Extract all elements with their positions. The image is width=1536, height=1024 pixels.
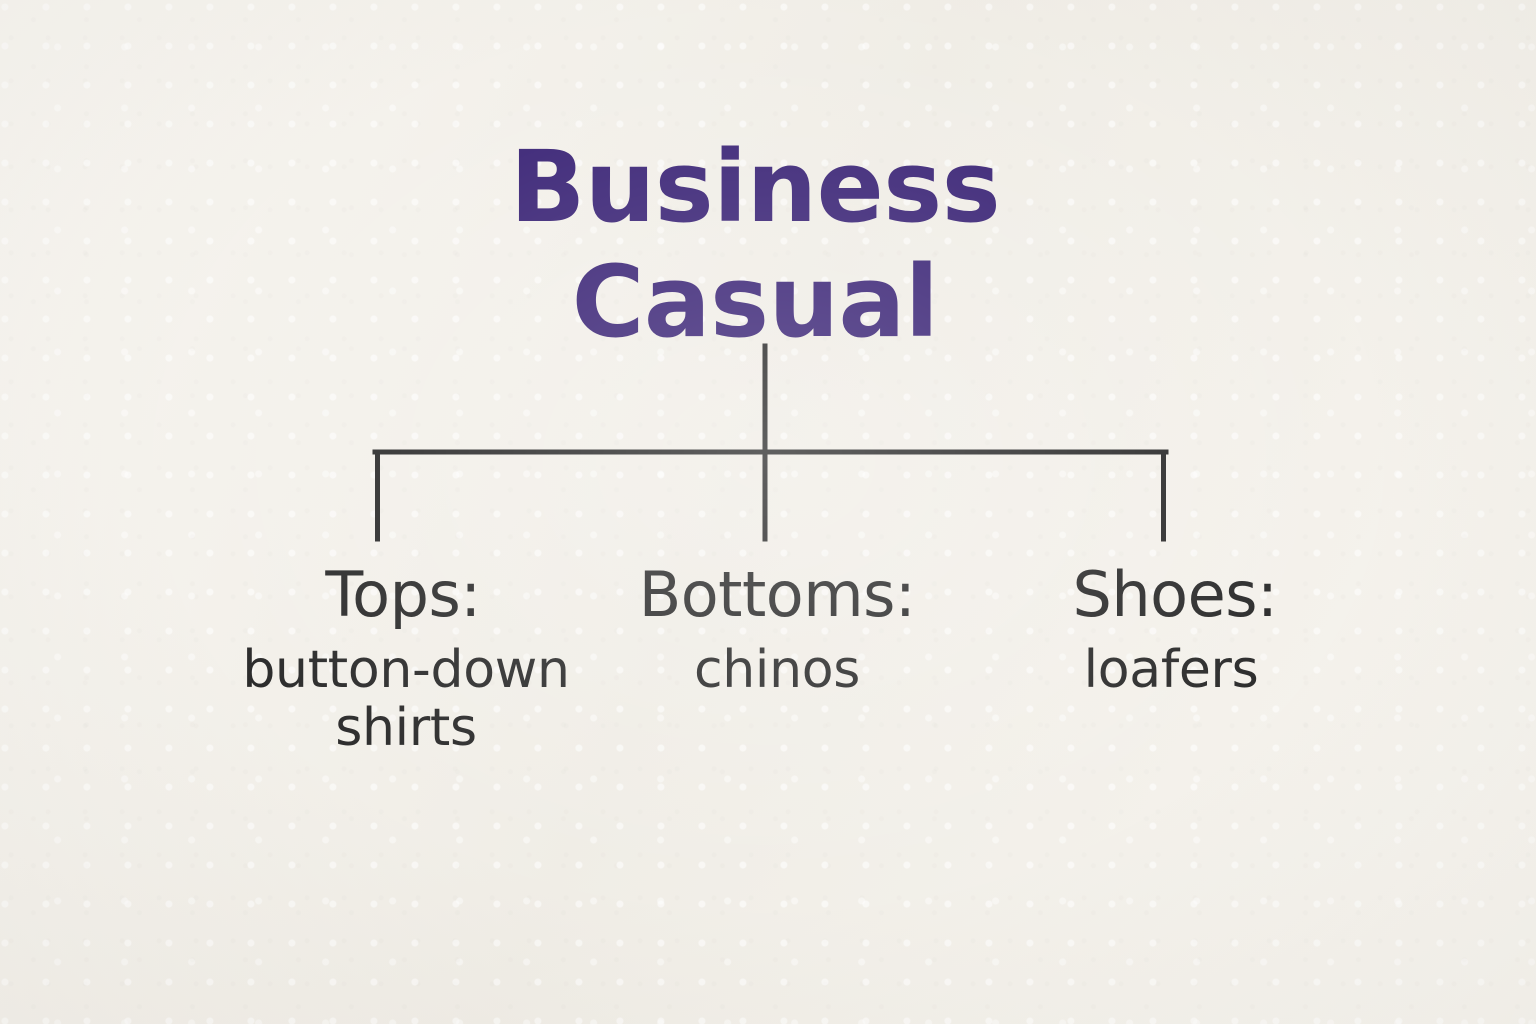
leaf-value-bottoms: chinos (693, 640, 861, 701)
leaf-value-tops-line-2: shirts (335, 698, 477, 759)
root-node-line-2: Casual (571, 244, 939, 360)
leaf-node-tops: Tops: button-down shirts (161, 562, 651, 758)
leaf-label-bottoms: Bottoms: (638, 558, 916, 631)
leaf-value-shoes: loafers (1083, 640, 1259, 701)
root-node-line-1: Business (509, 130, 1001, 245)
root-node: Business Casual (455, 130, 1055, 361)
leaf-node-shoes: Shoes: loafers (951, 562, 1391, 699)
leaf-node-bottoms: Bottoms: chinos (557, 562, 997, 699)
leaf-value-tops-line-1: button-down (242, 640, 570, 701)
leaf-value-tops: button-down shirts (161, 641, 651, 757)
leaf-label-shoes: Shoes: (1072, 558, 1278, 631)
leaf-label-tops: Tops: (325, 558, 481, 631)
